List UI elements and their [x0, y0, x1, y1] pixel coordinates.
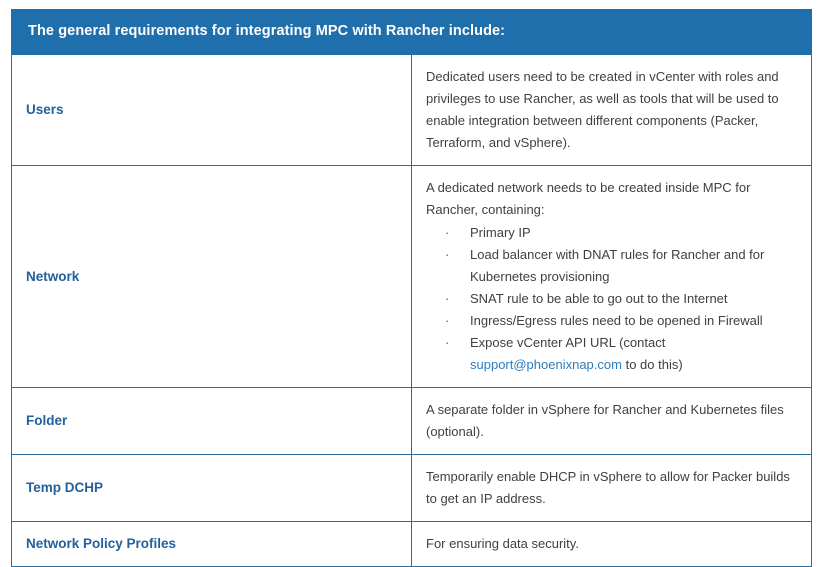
row-label-network: Network: [26, 268, 80, 284]
list-item: · Ingress/Egress rules need to be opened …: [426, 310, 799, 332]
network-requirements-list: · Primary IP · Load balancer with DNAT rule…: [426, 222, 799, 376]
support-email-link[interactable]: support@phoenixnap.com: [470, 357, 622, 372]
row-content-cell-network: A dedicated network needs to be created …: [411, 165, 811, 388]
row-description-network-policy-profiles: For ensuring data security.: [426, 536, 579, 551]
bullet-dot-icon: ·: [445, 247, 450, 262]
row-label-network-policy-profiles: Network Policy Profiles: [26, 536, 177, 551]
list-item-text: Primary IP: [470, 225, 531, 240]
row-label-cell-network: Network: [12, 165, 412, 388]
bullet-dot-icon: ·: [445, 335, 450, 350]
requirements-table-container: The general requirements for integrating…: [11, 9, 812, 567]
row-content-cell-network-policy-profiles: For ensuring data security.: [412, 522, 812, 567]
list-item-text-suffix: to do this): [621, 357, 683, 372]
list-item: · Expose vCenter API URL (contact support…: [426, 332, 799, 376]
row-label-cell-folder: Folder: [12, 387, 412, 455]
row-content-cell-folder: A separate folder in vSphere for Rancher…: [411, 387, 811, 455]
bullet-dot-icon: ·: [445, 291, 450, 306]
list-item-text-prefix: Expose vCenter API URL (contact: [470, 335, 666, 350]
requirements-table: The general requirements for integrating…: [12, 9, 811, 566]
list-item-text: Load balancer with DNAT rules for Ranche…: [470, 247, 765, 284]
table-row-network-policy-profiles: Network Policy Profiles For ensuring dat…: [12, 521, 812, 567]
table-row-network: Network A dedicated network needs to be …: [12, 165, 811, 388]
row-content-cell-temp-dchp: Temporarily enable DHCP in vSphere to al…: [411, 454, 811, 522]
header-band: The general requirements for integrating…: [12, 9, 811, 55]
row-label-folder: Folder: [26, 413, 68, 428]
list-item: · Load balancer with DNAT rules for Ranch…: [426, 244, 799, 288]
page-title: The general requirements for integrating…: [28, 23, 506, 40]
table-row-folder: Folder A separate folder in vSphere for …: [12, 387, 811, 455]
row-label-cell-users: Users: [12, 55, 412, 166]
table-row-users: Users Dedicated users need to be created…: [12, 55, 811, 166]
table-header-cell: The general requirements for integrating…: [12, 9, 811, 55]
bullet-dot-icon: ·: [445, 225, 450, 240]
list-item: · SNAT rule to be able to go out to the I…: [426, 288, 799, 310]
table-header-row: The general requirements for integrating…: [12, 9, 811, 55]
row-description-temp-dchp: Temporarily enable DHCP in vSphere to al…: [426, 469, 790, 506]
row-description-users: Dedicated users need to be created in vC…: [426, 69, 779, 150]
list-item-text: SNAT rule to be able to go out to the In…: [470, 291, 728, 306]
row-label-temp-dchp: Temp DCHP: [26, 480, 104, 495]
row-description-network: A dedicated network needs to be created …: [426, 180, 751, 217]
row-label-cell-temp-dchp: Temp DCHP: [12, 454, 412, 522]
row-description-folder: A separate folder in vSphere for Rancher…: [426, 402, 784, 439]
row-label-users: Users: [26, 102, 64, 117]
list-item-text: Ingress/Egress rules need to be opened i…: [470, 313, 763, 328]
list-item: · Primary IP: [426, 222, 799, 244]
row-content-cell-users: Dedicated users need to be created in vC…: [411, 55, 811, 166]
table-row-temp-dchp: Temp DCHP Temporarily enable DHCP in vSp…: [12, 454, 811, 522]
row-label-cell-network-policy-profiles: Network Policy Profiles: [12, 521, 412, 566]
bullet-dot-icon: ·: [445, 313, 450, 328]
